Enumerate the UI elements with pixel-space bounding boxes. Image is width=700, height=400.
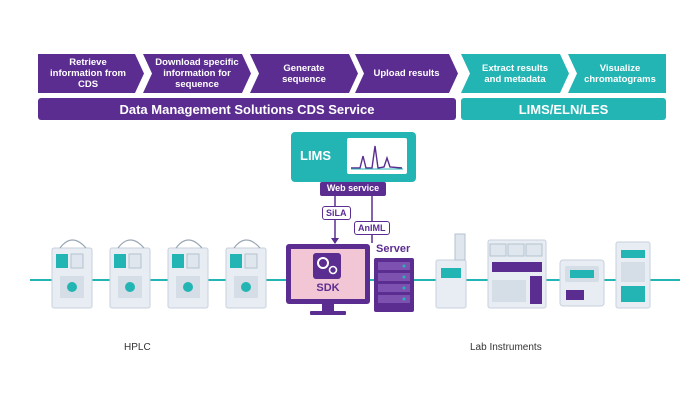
process-step-1: Retrieve information from CDS bbox=[38, 54, 144, 93]
sdk-label: SDK bbox=[316, 282, 340, 294]
lab-instrument-3 bbox=[559, 259, 605, 307]
hplc-instrument-1 bbox=[51, 239, 93, 309]
process-step-4: Upload results bbox=[355, 54, 458, 93]
process-step-5: Extract results and metadata bbox=[461, 54, 569, 93]
cds-service-bar: Data Management Solutions CDS Service bbox=[38, 98, 456, 120]
lims-eln-les-bar: LIMS/ELN/LES bbox=[461, 98, 666, 120]
process-step-2: Download specific information for sequen… bbox=[143, 54, 251, 93]
hplc-instrument-2 bbox=[109, 239, 151, 309]
sdk-monitor bbox=[286, 244, 370, 315]
lims-title: LIMS bbox=[300, 148, 332, 163]
server-rack bbox=[374, 258, 414, 312]
lab-instruments-caption: Lab Instruments bbox=[470, 342, 542, 353]
lab-instrument-1 bbox=[435, 233, 467, 309]
web-service-label: Web service bbox=[326, 183, 380, 193]
process-step-3: Generate sequence bbox=[250, 54, 358, 93]
lab-instrument-4 bbox=[615, 241, 651, 309]
hplc-caption: HPLC bbox=[124, 342, 151, 353]
server-label: Server bbox=[376, 243, 411, 255]
web-service-box bbox=[320, 182, 386, 196]
sila-tag: SiLA bbox=[322, 206, 351, 220]
animl-tag: AnIML bbox=[354, 221, 390, 235]
hplc-instrument-3 bbox=[167, 239, 209, 309]
process-step-6: Visualize chromatograms bbox=[568, 54, 666, 93]
lab-instrument-2 bbox=[487, 239, 547, 309]
chromatogram-icon bbox=[351, 145, 403, 169]
hplc-instrument-4 bbox=[225, 239, 267, 309]
